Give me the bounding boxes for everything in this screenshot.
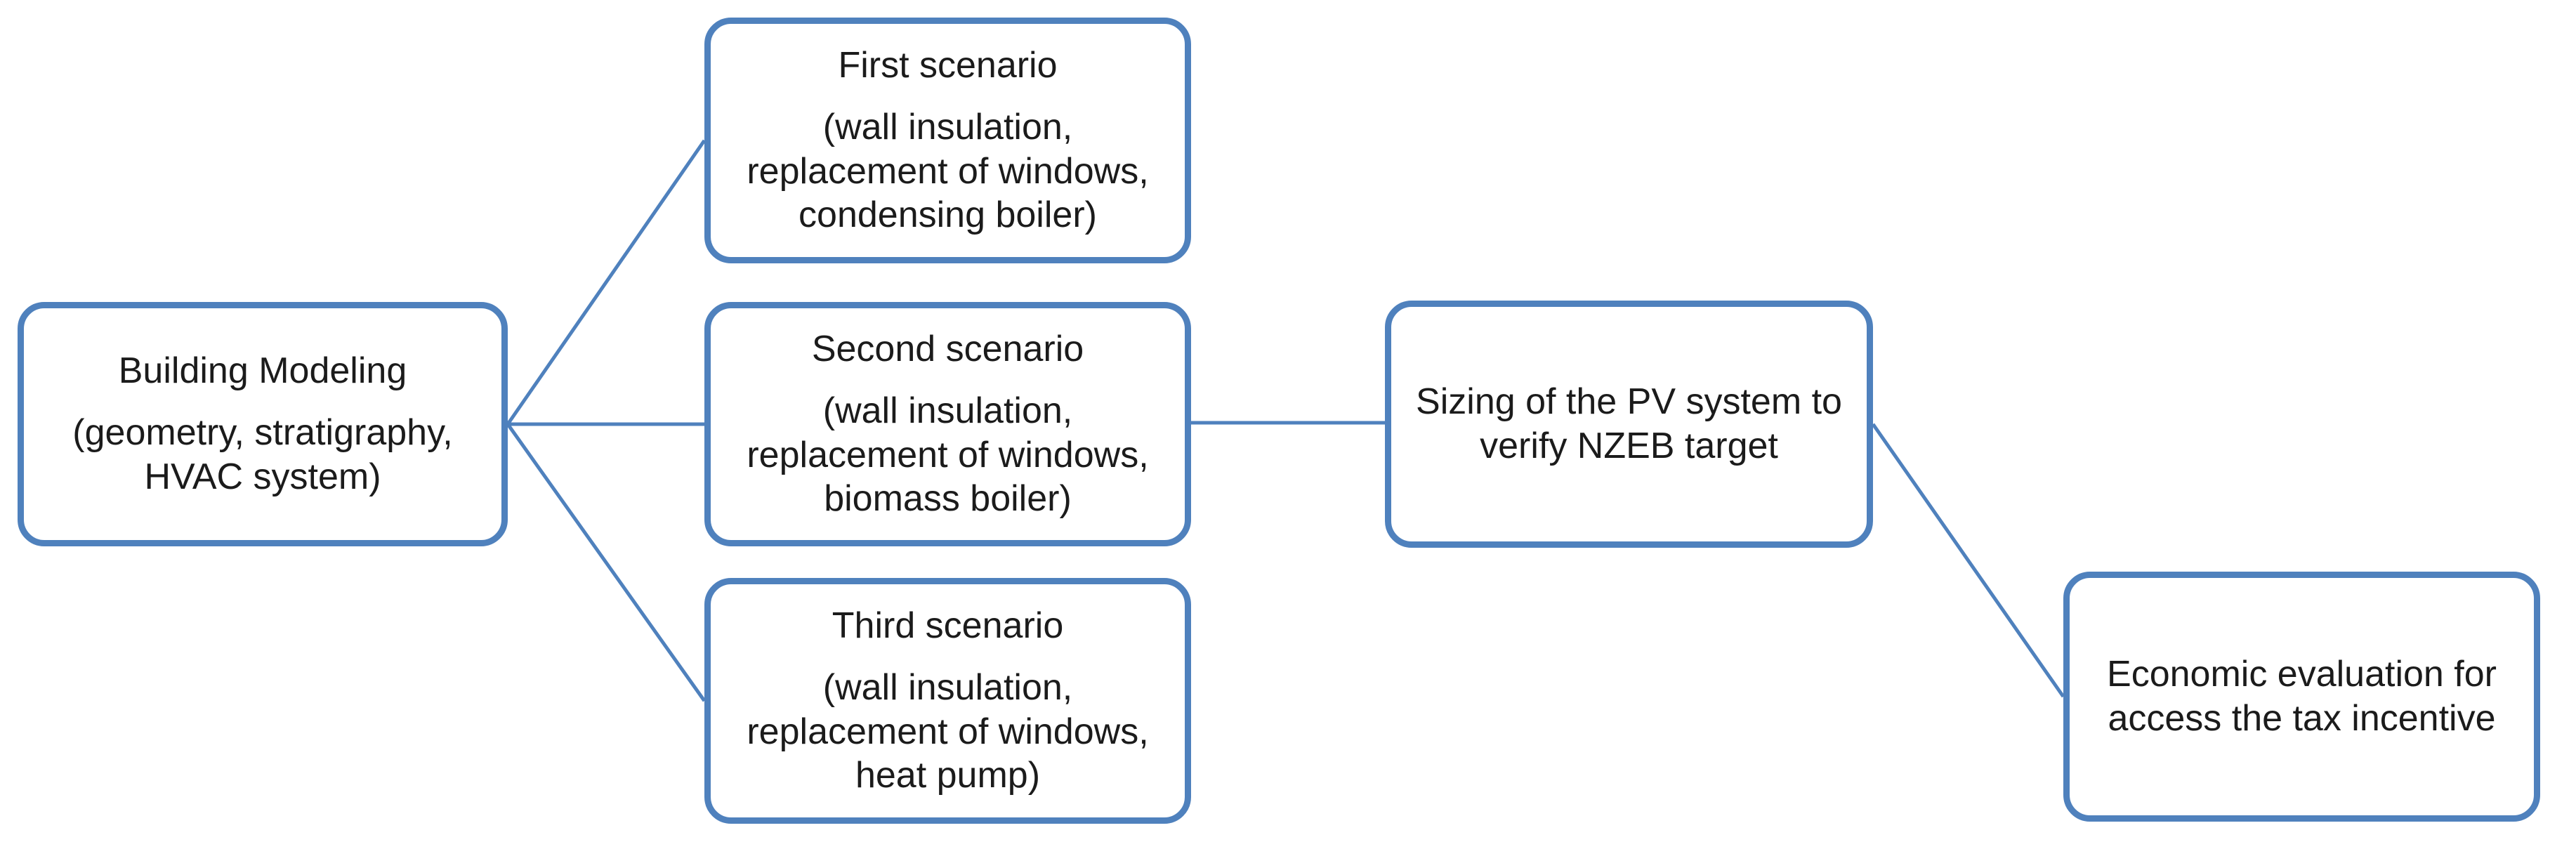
node-building-modeling-subtitle: (geometry, stratigraphy, HVAC system) — [72, 412, 453, 497]
node-economic-evaluation: Economic evaluation for access the tax i… — [2063, 572, 2540, 822]
node-second-scenario: Second scenario (wall insulation, replac… — [704, 302, 1191, 546]
node-pv-sizing-label: Sizing of the PV system to verify NZEB t… — [1416, 381, 1842, 466]
node-first-scenario-subtitle: (wall insulation, replacement of windows… — [747, 106, 1149, 236]
node-building-modeling-title: Building Modeling — [118, 350, 407, 392]
node-third-scenario: Third scenario (wall insulation, replace… — [704, 578, 1191, 824]
connector-pv-economic — [1871, 423, 2065, 698]
node-economic-evaluation-label: Economic evaluation for access the tax i… — [2107, 654, 2497, 739]
node-first-scenario: First scenario (wall insulation, replace… — [704, 18, 1191, 263]
connector-building-scenario1 — [506, 139, 707, 426]
node-building-modeling: Building Modeling (geometry, stratigraph… — [18, 302, 508, 546]
node-third-scenario-subtitle: (wall insulation, replacement of windows… — [747, 666, 1149, 796]
node-pv-sizing: Sizing of the PV system to verify NZEB t… — [1385, 301, 1873, 548]
node-second-scenario-title: Second scenario — [811, 328, 1084, 369]
node-second-scenario-subtitle: (wall insulation, replacement of windows… — [747, 390, 1149, 520]
node-first-scenario-title: First scenario — [838, 44, 1058, 86]
connector-building-scenario3 — [506, 423, 707, 702]
node-third-scenario-title: Third scenario — [832, 605, 1064, 646]
